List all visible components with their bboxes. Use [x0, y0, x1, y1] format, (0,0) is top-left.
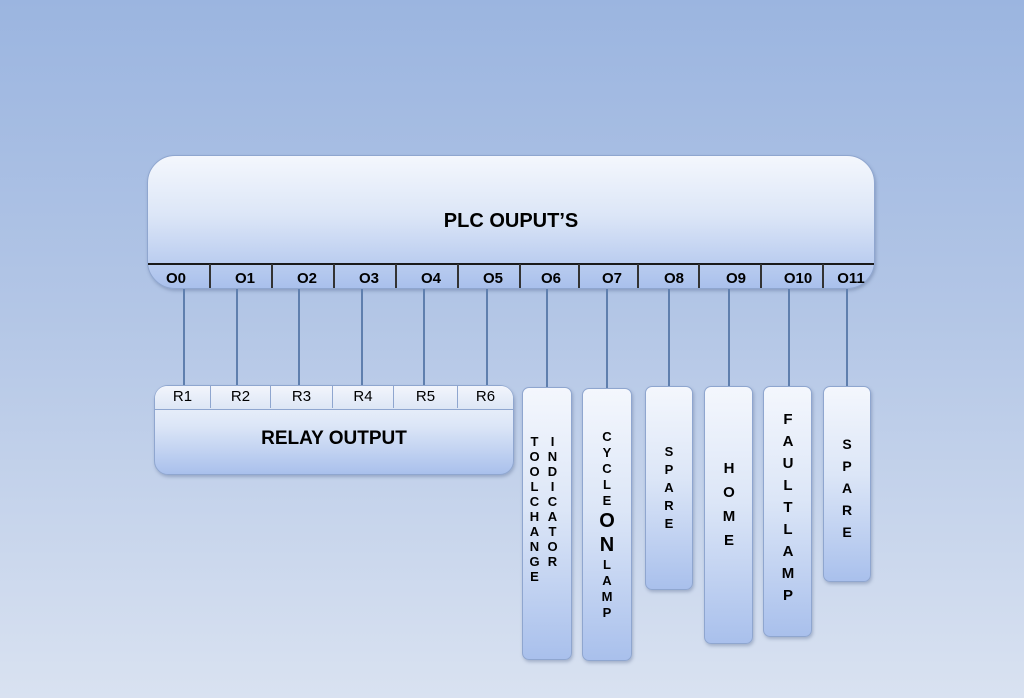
device-letter: E: [602, 493, 612, 508]
terminal-separator: [519, 264, 521, 288]
output-label-o8: O8: [663, 270, 684, 287]
output-label-o11: O11: [837, 270, 865, 287]
terminal-separator: [698, 264, 700, 288]
device-letter: E: [664, 516, 674, 531]
device-letters: INDICATOR: [545, 434, 560, 569]
device-letter: P: [602, 605, 612, 620]
device-letter: A: [782, 433, 794, 450]
connector-line: [183, 289, 185, 385]
device-letter: L: [783, 521, 793, 538]
device-fault-lamp: F A U L T L A M P: [763, 386, 812, 637]
output-label-o3: O3: [358, 270, 379, 287]
output-label-o0: O0: [165, 270, 186, 287]
device-letter: E: [723, 532, 734, 549]
device-letter: L: [603, 557, 611, 572]
device-letter: P: [842, 458, 852, 474]
connector-line: [668, 289, 670, 386]
device-label-cycle-on-lamp: C Y C L E O N L A M P: [596, 429, 618, 621]
device-letter: Y: [602, 445, 612, 460]
relay-output-block: R1 R2 R3 R4 R5 R6 RELAY OUTPUT: [154, 385, 514, 475]
relay-cell-r1: R1: [155, 386, 211, 408]
relay-title: RELAY OUTPUT: [261, 428, 407, 449]
device-letter: R: [664, 498, 674, 513]
connector-line: [423, 289, 425, 385]
device-letter: L: [603, 477, 611, 492]
device-letter: L: [783, 477, 793, 494]
device-letter: F: [783, 411, 793, 428]
connector-line: [486, 289, 488, 385]
device-letter: S: [664, 444, 674, 459]
device-spare-o11: S P A R E: [823, 386, 871, 582]
terminal-separator: [637, 264, 639, 288]
device-cycle-on-lamp: C Y C L E O N L A M P: [582, 388, 632, 661]
terminal-separator: [822, 264, 824, 288]
output-label-o10: O10: [783, 270, 813, 287]
device-letter: P: [664, 462, 674, 477]
relay-cell-r2: R2: [211, 386, 271, 408]
device-letter: M: [722, 508, 736, 525]
device-letter: R: [841, 502, 853, 518]
device-letter: A: [782, 543, 794, 560]
device-toolchange-indicator: TOOLCHANGE INDICATOR: [522, 387, 572, 660]
terminal-separator: [578, 264, 580, 288]
output-label-o6: O6: [540, 270, 561, 287]
terminal-separator: [271, 264, 273, 288]
device-spare-o8: S P A R E: [645, 386, 693, 590]
terminal-separator: [333, 264, 335, 288]
device-home: H O M E: [704, 386, 753, 644]
output-label-o4: O4: [420, 270, 441, 287]
terminal-separator: [457, 264, 459, 288]
device-letter: C: [602, 461, 612, 476]
plc-output-block: PLC OUPUT’S O0 O1 O2 O3 O4 O5 O6 O7 O8 O…: [147, 155, 875, 289]
device-word-indicator: INDICATOR: [545, 434, 560, 569]
relay-cell-r3: R3: [271, 386, 333, 408]
connector-line: [728, 289, 730, 386]
connector-line: [361, 289, 363, 385]
connector-line: [298, 289, 300, 385]
relay-cell-r5: R5: [394, 386, 458, 408]
connector-line: [846, 289, 848, 386]
device-label-fault-lamp: F A U L T L A M P: [777, 409, 799, 607]
device-letter: T: [783, 499, 793, 516]
device-letter: U: [782, 455, 794, 472]
device-letter: H: [723, 460, 735, 477]
device-letter: E: [842, 524, 852, 540]
plc-title: PLC OUPUT’S: [443, 210, 579, 232]
device-word-toolchange: TOOLCHANGE: [527, 434, 542, 584]
terminal-separator: [760, 264, 762, 288]
relay-cell-row: R1 R2 R3 R4 R5 R6: [155, 386, 513, 410]
relay-cell-r4: R4: [333, 386, 394, 408]
output-label-o7: O7: [601, 270, 622, 287]
connector-line: [236, 289, 238, 385]
device-letter: A: [841, 480, 853, 496]
connector-line: [546, 289, 548, 387]
device-letter: N: [599, 534, 615, 556]
plc-terminal-bar: [148, 263, 874, 265]
connector-line: [788, 289, 790, 386]
device-label-spare: S P A R E: [658, 443, 680, 533]
device-letter: O: [599, 510, 615, 532]
device-label-spare: S P A R E: [836, 433, 858, 543]
relay-cell-r6: R6: [475, 388, 496, 405]
output-label-o2: O2: [296, 270, 317, 287]
output-label-o9: O9: [725, 270, 746, 287]
connector-line: [606, 289, 608, 388]
device-letter: S: [842, 436, 852, 452]
device-letter: C: [602, 429, 612, 444]
device-label-home: H O M E: [718, 457, 740, 553]
device-letter: A: [602, 573, 612, 588]
terminal-separator: [395, 264, 397, 288]
device-letter: P: [782, 587, 793, 604]
device-letter: M: [601, 589, 613, 604]
device-letter: A: [664, 480, 674, 495]
terminal-separator: [209, 264, 211, 288]
output-label-o5: O5: [482, 270, 503, 287]
device-letters: TOOLCHANGE: [527, 434, 542, 584]
device-letter: O: [723, 484, 735, 501]
device-letter: M: [781, 565, 795, 582]
output-label-o1: O1: [234, 270, 255, 287]
